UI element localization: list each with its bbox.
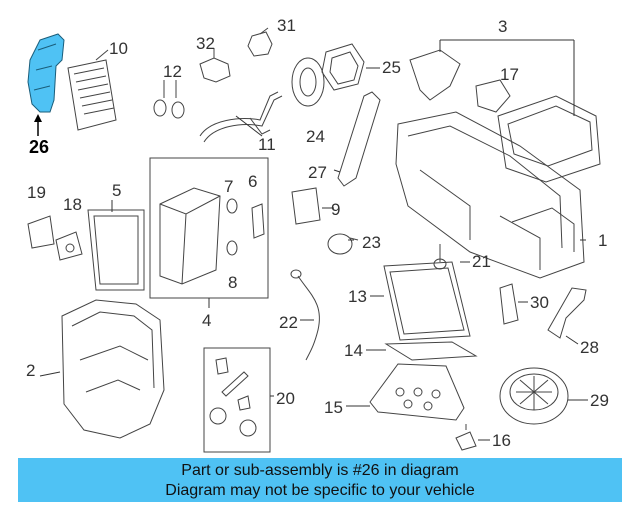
- callout-9: 9: [331, 200, 340, 219]
- info-banner: Part or sub-assembly is #26 in diagram D…: [18, 458, 622, 502]
- callout-21: 21: [472, 252, 491, 271]
- part-2-housing: [61, 299, 165, 439]
- callout-24: 24: [306, 127, 325, 146]
- callout-16: 16: [492, 431, 511, 450]
- callout-27: 27: [308, 163, 327, 182]
- callout-10: 10: [109, 39, 128, 58]
- callout-28: 28: [580, 338, 599, 357]
- callout-19: 19: [27, 183, 46, 202]
- callout-32: 32: [196, 34, 215, 53]
- part-13-filter: [383, 261, 471, 341]
- part-30-bracket: [499, 283, 519, 325]
- part-16-screw: [455, 424, 477, 451]
- callout-26: 26: [29, 137, 49, 157]
- part-32-sensor: [199, 48, 231, 83]
- part-21-sensor: [433, 244, 447, 270]
- part-26-highlighted[interactable]: [27, 33, 65, 136]
- part-31-switch: [247, 27, 273, 57]
- part-12-seals: [153, 80, 185, 119]
- callout-4: 4: [202, 311, 211, 330]
- callout-25: 25: [382, 58, 401, 77]
- callout-17: 17: [500, 65, 519, 84]
- callout-6: 6: [248, 172, 257, 191]
- callout-8: 8: [228, 273, 237, 292]
- part-14-seal: [384, 341, 478, 361]
- banner-line-1: Part or sub-assembly is #26 in diagram: [181, 462, 459, 479]
- callout-7: 7: [224, 177, 233, 196]
- callout-30: 30: [530, 293, 549, 312]
- part-27-bracket: [337, 91, 381, 187]
- callout-3: 3: [498, 17, 507, 36]
- part-9-actuator: [291, 187, 321, 225]
- part-10-filter: [67, 49, 117, 131]
- part-18-mount: [55, 231, 83, 261]
- part-25-gasket: [321, 43, 365, 91]
- callout-20: 20: [276, 389, 295, 408]
- part-28-bracket: [547, 287, 587, 339]
- callouts: 26 10 12 32 31 11 24 25 3 17 27 7 6 5 19…: [26, 16, 609, 450]
- callout-22: 22: [279, 313, 298, 332]
- banner-line-2: Diagram may not be specific to your vehi…: [165, 482, 475, 499]
- callout-15: 15: [324, 398, 343, 417]
- callout-13: 13: [348, 287, 367, 306]
- part-20-kit-box: [203, 347, 271, 453]
- callout-31: 31: [277, 16, 296, 35]
- part-22-hose: [290, 269, 320, 361]
- callout-11: 11: [258, 135, 276, 154]
- leader-lines: [39, 39, 588, 441]
- part-23-motor: [327, 233, 359, 255]
- part-29-blower: [499, 367, 569, 425]
- part-15-tray: [369, 363, 465, 421]
- part-19-mount: [27, 215, 55, 249]
- callout-29: 29: [590, 391, 609, 410]
- part-24-gasket: [291, 57, 325, 107]
- callout-12: 12: [163, 62, 182, 81]
- callout-23: 23: [362, 233, 381, 252]
- callout-14: 14: [344, 341, 363, 360]
- part-1-main-unit: [395, 111, 585, 279]
- callout-2: 2: [26, 361, 35, 380]
- callout-1: 1: [598, 231, 607, 250]
- callout-5: 5: [112, 181, 121, 200]
- callout-18: 18: [63, 195, 82, 214]
- part-5-filter: [87, 209, 145, 291]
- part-11-ac-line: [199, 91, 283, 143]
- parts-diagram: 26 10 12 32 31 11 24 25 3 17 27 7 6 5 19…: [26, 16, 609, 453]
